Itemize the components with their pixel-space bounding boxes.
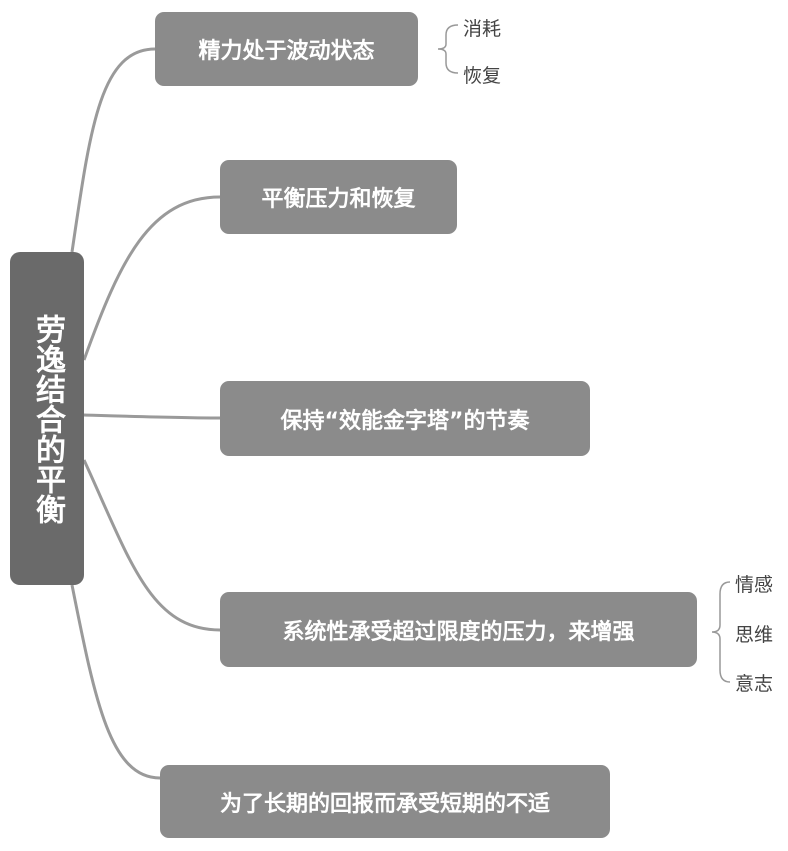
branch-node-3[interactable]: 保持“效能金字塔”的节奏	[220, 381, 590, 456]
leaf-node[interactable]: 意志	[735, 673, 774, 695]
leaf-node[interactable]: 思维	[735, 624, 774, 646]
brace-branch-1	[437, 24, 459, 74]
branch-node-5[interactable]: 为了长期的回报而承受短期的不适	[160, 765, 610, 838]
link-branch-5	[70, 584, 161, 780]
link-branch-1	[70, 47, 156, 253]
branch-label: 保持“效能金字塔”的节奏	[280, 408, 530, 434]
branch-label: 精力处于波动状态	[198, 39, 375, 64]
leaf-node[interactable]: 恢复	[463, 65, 502, 87]
link-branch-3	[83, 413, 221, 420]
leaf-node[interactable]: 情感	[735, 574, 774, 596]
link-branch-2	[82, 195, 221, 361]
branch-node-1[interactable]: 精力处于波动状态	[155, 12, 418, 86]
link-branch-4	[82, 459, 221, 632]
branch-label: 系统性承受超过限度的压力，来增强	[282, 619, 635, 645]
brace-branch-4	[711, 581, 731, 683]
branch-node-4[interactable]: 系统性承受超过限度的压力，来增强	[220, 592, 697, 667]
branch-node-2[interactable]: 平衡压力和恢复	[220, 160, 457, 234]
branch-label: 为了长期的回报而承受短期的不适	[219, 791, 550, 817]
root-node[interactable]: 劳逸结合的平衡	[10, 252, 84, 585]
leaf-node[interactable]: 消耗	[463, 18, 502, 40]
root-label: 劳逸结合的平衡	[30, 313, 65, 524]
branch-label: 平衡压力和恢复	[261, 187, 416, 212]
